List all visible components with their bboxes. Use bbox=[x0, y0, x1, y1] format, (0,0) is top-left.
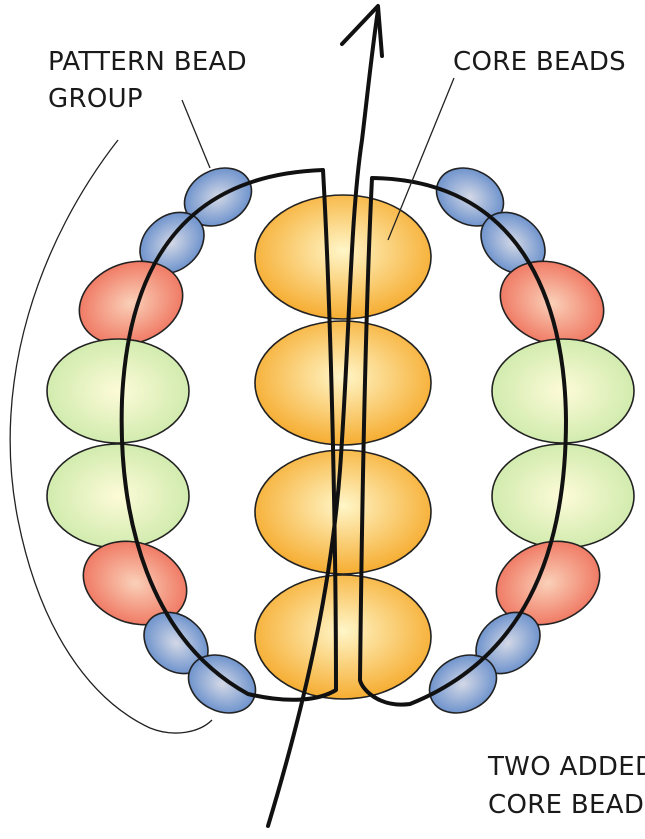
core-bead-4 bbox=[254, 574, 432, 700]
green-bead bbox=[46, 443, 190, 549]
green-bead bbox=[46, 338, 190, 444]
blue-bead bbox=[187, 654, 257, 714]
red-bead bbox=[499, 260, 605, 346]
red-bead bbox=[495, 540, 601, 626]
red-bead bbox=[78, 260, 184, 346]
leader-lines bbox=[9, 77, 455, 734]
core-bead-1 bbox=[254, 194, 432, 320]
core-beads bbox=[254, 194, 432, 700]
added-core-beads-label-line1: TWO ADDED bbox=[488, 752, 645, 782]
pattern-bead-group-label-line2: GROUP bbox=[48, 84, 143, 114]
pattern-bead-group-label-line1: PATTERN BEAD bbox=[48, 47, 247, 77]
thread-right-loop bbox=[358, 176, 568, 707]
leader-line-pattern-group bbox=[181, 99, 211, 169]
leader-line-core-beads bbox=[387, 77, 455, 241]
added-core-beads-label-line2: CORE BEADS bbox=[488, 790, 645, 820]
thread-arrow-head bbox=[340, 4, 384, 58]
pattern-bead-group-left bbox=[46, 167, 257, 714]
pattern-bead-group-right bbox=[428, 167, 635, 714]
thread-left-loop bbox=[119, 168, 338, 702]
blue-bead bbox=[428, 654, 498, 714]
core-bead-3 bbox=[254, 449, 432, 575]
leader-line-pattern-group-curve bbox=[9, 139, 213, 734]
thread-core-pass bbox=[266, 8, 380, 828]
core-beads-label: CORE BEADS bbox=[453, 47, 626, 77]
thread bbox=[119, 4, 568, 828]
